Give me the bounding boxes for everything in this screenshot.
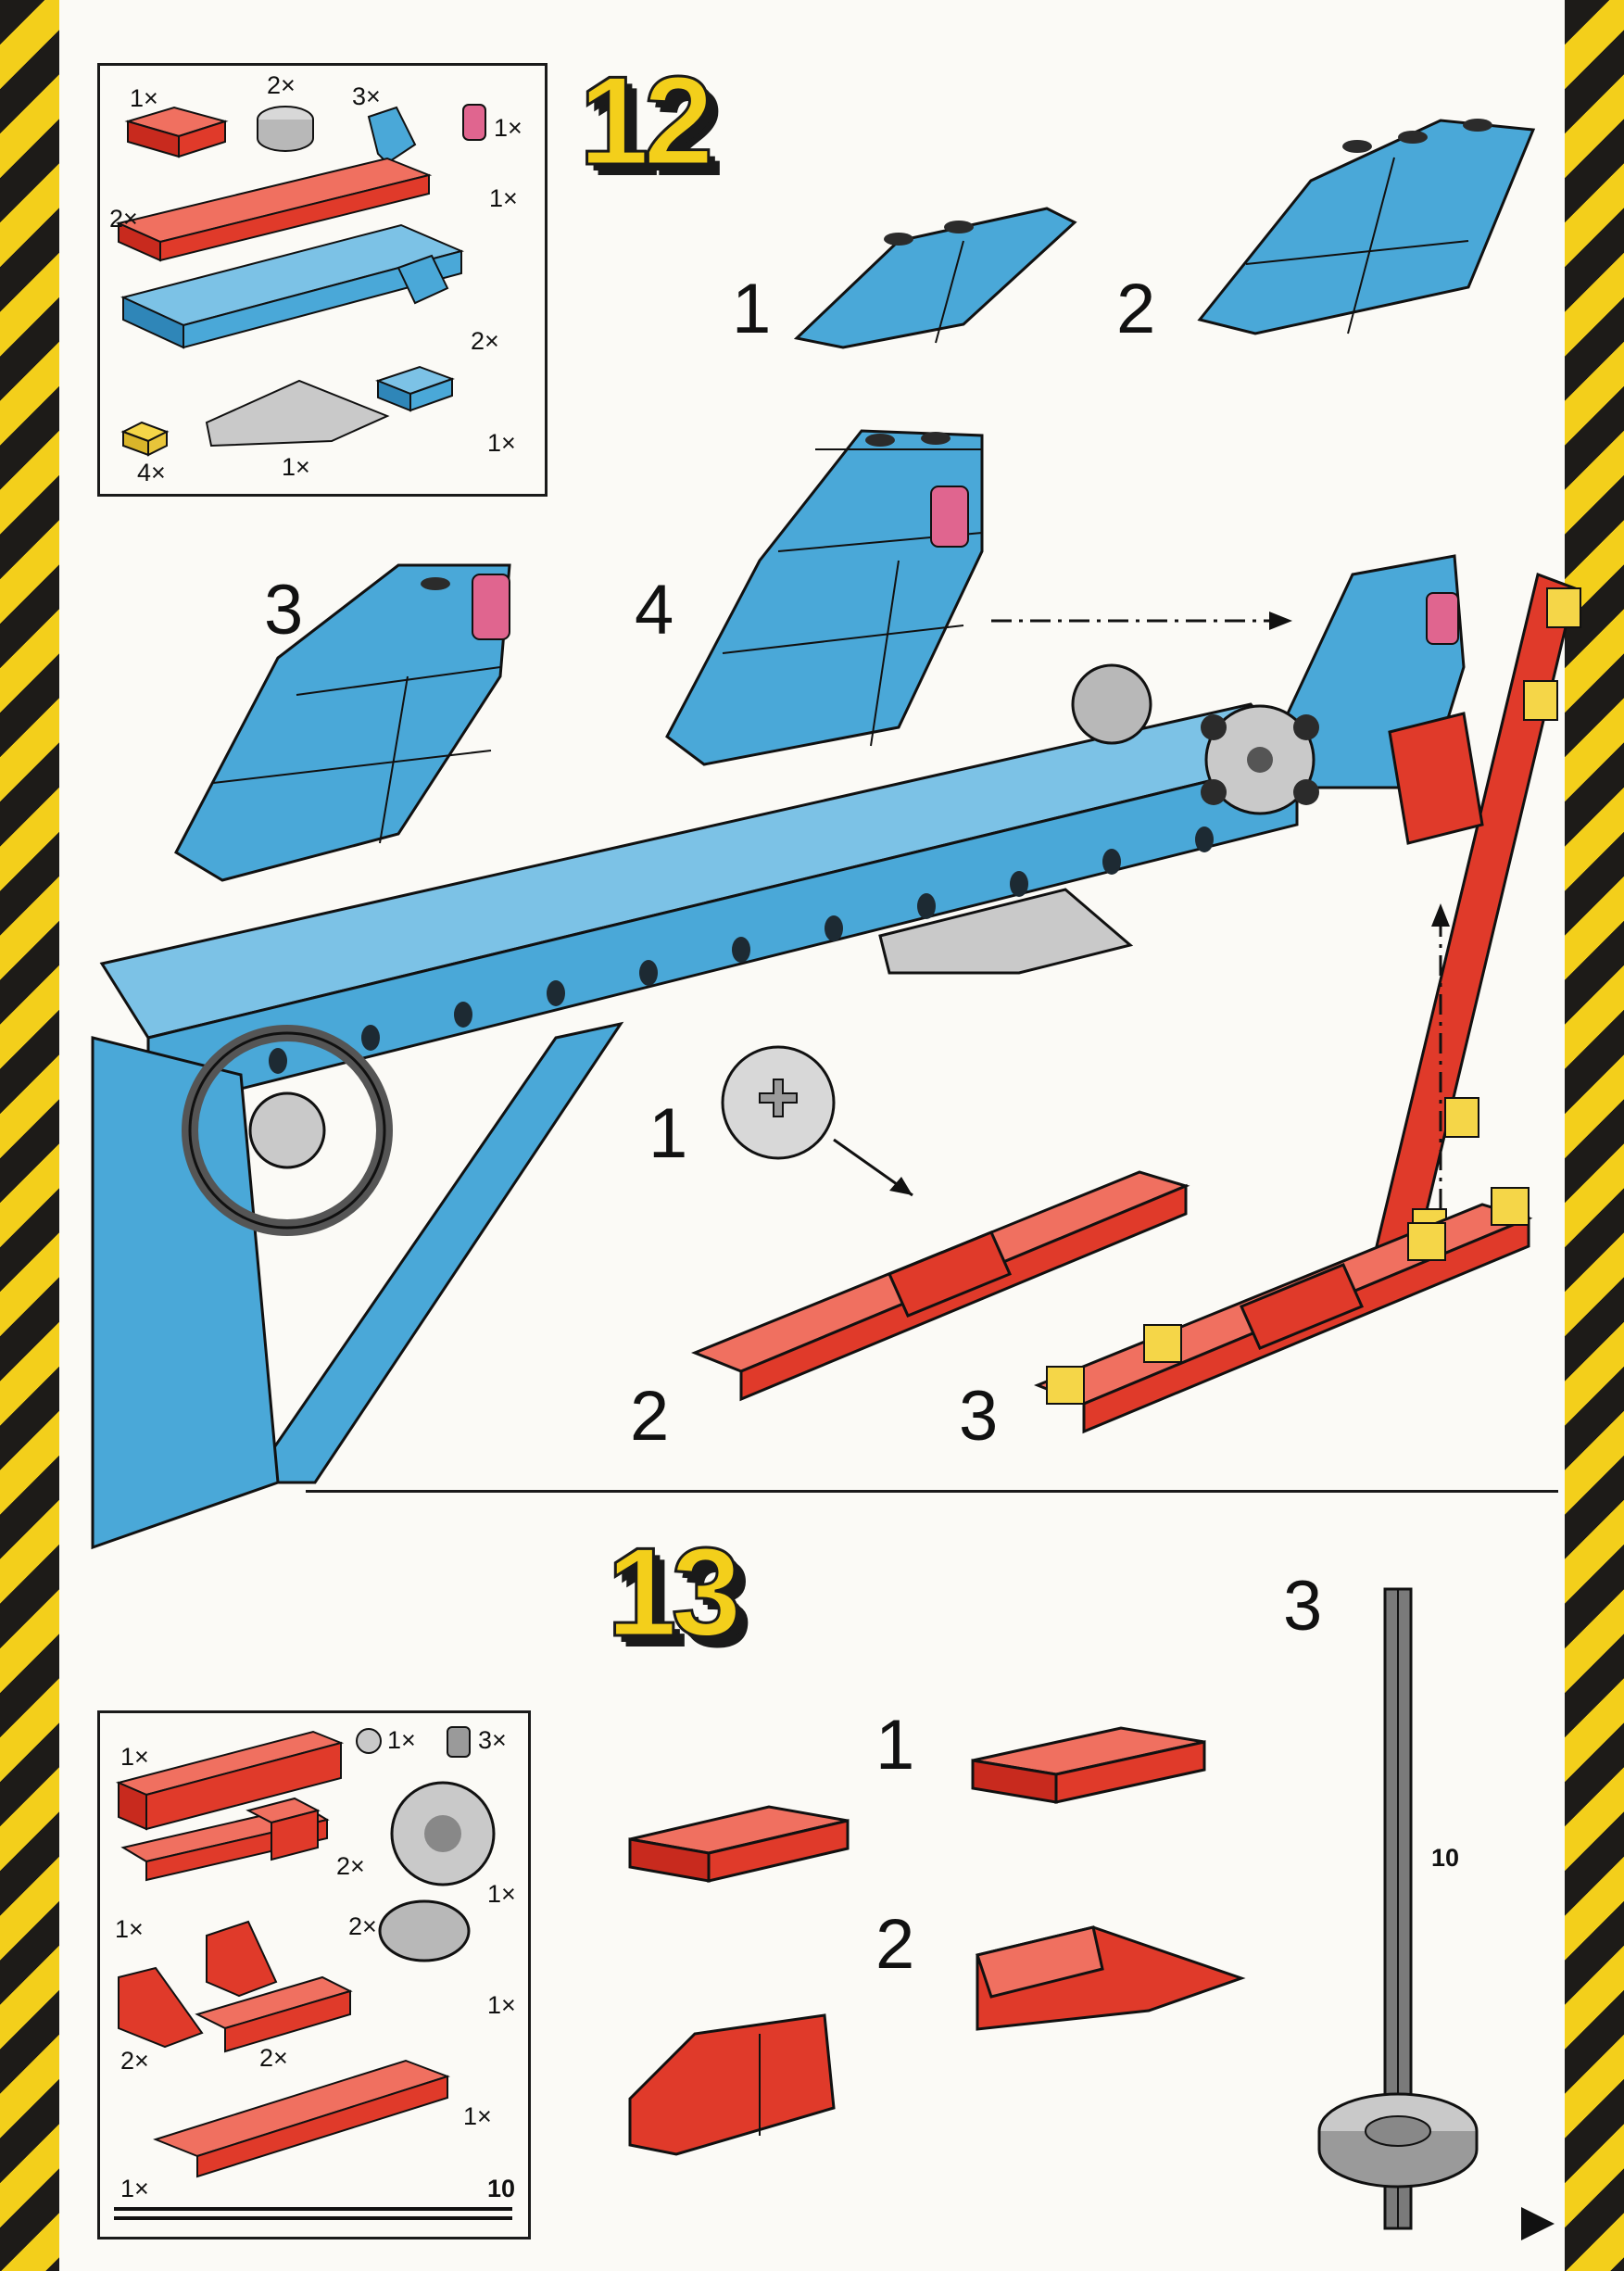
step12-rotor-up-arrow — [1431, 903, 1450, 1209]
step12-substep3-fin — [174, 563, 511, 882]
step13-qty-axle: 1× — [120, 2175, 149, 2202]
step13-substep-1: 1 — [875, 1706, 915, 1785]
step13-parts-illustration — [114, 1726, 512, 2220]
step13-qty-long-plate: 1× — [463, 2102, 492, 2130]
step12-parts-illustration — [115, 104, 486, 457]
section-divider — [306, 1490, 1558, 1493]
step12-qty-blue-1x2: 1× — [487, 429, 516, 457]
step12-substep-1: 1 — [732, 270, 772, 348]
step12-qty-slope-small: 3× — [352, 82, 381, 110]
step12-rotor-with-tiles — [1033, 1187, 1533, 1434]
step12-rotor-substep-2: 2 — [630, 1377, 670, 1456]
next-page-arrow-icon[interactable] — [1519, 2205, 1556, 2242]
step13-qty-plate-lower: 2× — [259, 2044, 288, 2072]
step13-substep-3: 3 — [1283, 1567, 1323, 1646]
step12-qty-red-2x2: 1× — [130, 84, 158, 112]
step13-qty-2x2-brick: 2× — [336, 1852, 365, 1880]
step13-qty-slope-large: 2× — [120, 2047, 149, 2075]
step12-qty-blue-plate: 1× — [489, 184, 518, 212]
hazard-stripe-left — [0, 0, 59, 2271]
step13-qty-slope: 2× — [348, 1912, 377, 1940]
step13-number: 13 — [605, 1520, 742, 1664]
step13-substep2-slope-right — [976, 1925, 1246, 2031]
step12-attach-arrow — [991, 612, 1292, 630]
step12-rotor-substep-1: 1 — [648, 1094, 688, 1173]
step12-rotor-red-plates — [690, 1170, 1190, 1402]
step13-axle-with-gear — [1317, 1587, 1479, 2230]
step12-rotor-round-piece — [721, 1045, 913, 1197]
step12-substep-4: 4 — [635, 571, 674, 650]
step12-main-assembly — [91, 554, 1581, 1550]
step12-qty-round: 2× — [267, 71, 296, 99]
step12-parts-box: 1× 2× 3× 1× 2× 1× 2× 1× 4× 1× — [97, 63, 548, 497]
step13-qty-small-gear: 1× — [387, 1726, 416, 1754]
step12-qty-slope-mid: 2× — [471, 327, 499, 355]
step13-axle-length: 10 — [487, 2175, 516, 2202]
hazard-stripe-right — [1565, 0, 1624, 2271]
step12-substep1-slope — [793, 207, 1077, 349]
step12-qty-cylinder: 1× — [494, 114, 522, 142]
step12-rotor-substep-3: 3 — [959, 1377, 999, 1456]
step13-qty-bush: 3× — [478, 1726, 507, 1754]
step13-qty-beam: 1× — [120, 1743, 149, 1771]
step13-qty-pulley: 1× — [487, 1991, 516, 2019]
step13-axle-number: 10 — [1431, 1844, 1460, 1872]
step12-qty-wedge: 1× — [282, 453, 310, 481]
step13-parts-box: 1× 1× 3× 2× 1× 1× 2× 1× 2× 2× 1× 1× 10 — [97, 1710, 531, 2239]
step12-qty-yellow-tile: 4× — [137, 459, 166, 486]
step13-qty-big-gear: 1× — [487, 1880, 516, 1908]
step12-substep2-slope — [1197, 119, 1536, 335]
step13-substep1-plates — [971, 1726, 1206, 1804]
step13-substep2-slope-left — [628, 2013, 836, 2156]
step13-substep1-plate-left — [628, 1805, 850, 1883]
step13-qty-plate-2x4: 1× — [115, 1915, 144, 1943]
step12-substep-2: 2 — [1116, 270, 1156, 348]
step12-number: 12 — [577, 49, 714, 193]
step13-substep-2: 2 — [875, 1905, 915, 1984]
step12-substep-3: 3 — [264, 571, 304, 650]
step12-qty-red-plate: 2× — [109, 205, 138, 233]
step12-substep4-fin — [665, 429, 984, 766]
